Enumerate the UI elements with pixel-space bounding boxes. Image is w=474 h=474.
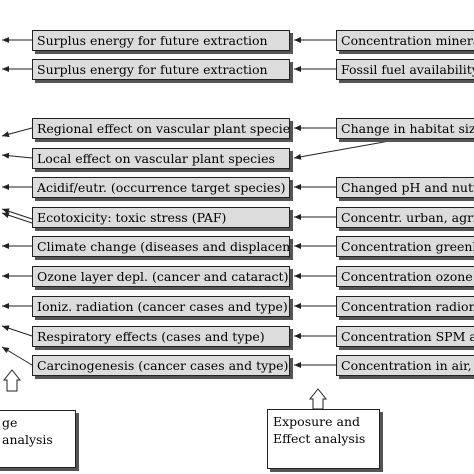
cause-box: Concentration in air, w xyxy=(336,355,474,376)
cause-box: Fossil fuel availability xyxy=(336,59,474,80)
effect-box: Respiratory effects (cases and type) xyxy=(32,326,290,347)
damage-analysis-box: ge analysis xyxy=(0,410,76,468)
effect-box: Ioniz. radiation (cancer cases and type) xyxy=(32,296,290,317)
left-arrow xyxy=(1,346,33,366)
effect-analysis-label: Effect analysis xyxy=(273,431,366,446)
cause-box: Concentr. urban, agri. xyxy=(336,207,474,228)
cause-box: Change in habitat size xyxy=(336,118,474,139)
exposure-effect-analysis-box: Exposure and Effect analysis xyxy=(267,409,380,469)
left-arrow xyxy=(1,127,33,138)
effect-box: Carcinogenesis (cancer cases and type) xyxy=(32,355,290,376)
cause-box: Concentration ozone c xyxy=(336,266,474,287)
left-arrow xyxy=(1,212,33,224)
left-arrow xyxy=(1,325,33,337)
up-arrow-right-icon xyxy=(308,388,328,410)
cause-box: Concentration SPM an xyxy=(336,326,474,347)
effect-box: Regional effect on vascular plant specie… xyxy=(32,118,290,139)
effect-box: Acidif/eutr. (occurrence target species) xyxy=(32,177,290,198)
exposure-label: Exposure and xyxy=(273,414,361,429)
left-arrow xyxy=(1,152,33,159)
cause-box: Changed pH and nutri xyxy=(336,177,474,198)
effect-box: Surplus energy for future extraction xyxy=(32,30,290,51)
cause-box: Concentration mineral xyxy=(336,30,474,51)
cause-box: Concentration radionu xyxy=(336,296,474,317)
effect-box: Surplus energy for future extraction xyxy=(32,59,290,80)
damage-analysis-label: ge analysis xyxy=(2,415,53,447)
effect-box: Climate change (diseases and displacem.) xyxy=(32,236,290,257)
effect-box: Ozone layer depl. (cancer and cataract) xyxy=(32,266,290,287)
cause-box: Concentration greenh. xyxy=(336,236,474,257)
effect-box: Ecotoxicity: toxic stress (PAF) xyxy=(32,207,290,228)
effect-box: Local effect on vascular plant species xyxy=(32,148,290,169)
left-arrow xyxy=(1,208,33,220)
up-arrow-left-icon xyxy=(2,369,22,392)
